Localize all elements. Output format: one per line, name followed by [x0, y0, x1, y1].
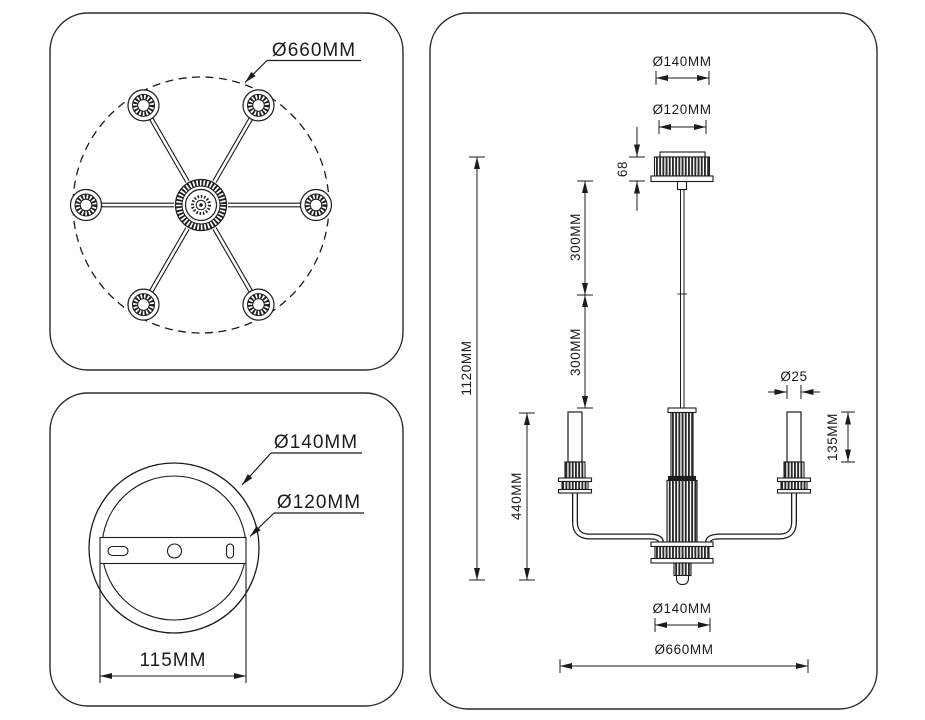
panel-side-view-border: [429, 12, 878, 710]
dim-body-height-label: 440MM: [509, 472, 524, 520]
dim-rod-upper: 300MM: [568, 180, 593, 296]
canopy-inner-label: Ø120MM: [277, 492, 361, 513]
dim-body-height: 440MM: [509, 412, 535, 581]
dim-spread-label: Ø660MM: [654, 642, 713, 657]
top-view-spread-dimension: Ø660MM: [244, 40, 361, 83]
bracket-center-hole: [166, 543, 183, 559]
fixture-arms: [572, 492, 797, 543]
canopy-inner-dimension: Ø120MM: [249, 492, 364, 537]
finial-bulb: [675, 575, 690, 586]
dim-canopy-inner-label: Ø120MM: [652, 102, 711, 117]
socket-lower-left: [128, 289, 159, 320]
canopy-outer-circle: [88, 462, 260, 634]
dim-canopy-height-label: 68: [615, 161, 630, 177]
dim-canopy-outer: Ø140MM: [652, 54, 711, 85]
socket-left: [71, 190, 102, 221]
dim-rod-lower: 300MM: [568, 295, 593, 409]
column-divider: [667, 475, 697, 482]
side-view: Ø140MM Ø120MM 68 300MM 300MM: [459, 54, 855, 673]
fixture-column: [650, 407, 714, 586]
socket-upper-left: [128, 90, 159, 121]
top-view: Ø660MM: [71, 40, 361, 334]
candle-left: [557, 411, 593, 494]
canopy-outer-label: Ø140MM: [274, 432, 358, 453]
dim-canopy-outer-label: Ø140MM: [652, 54, 711, 69]
dim-spread: Ø660MM: [559, 642, 809, 673]
dim-rod-lower-label: 300MM: [568, 328, 583, 376]
socket-lower-right: [243, 289, 274, 320]
bracket-slot-left: [107, 545, 129, 557]
candle-right: [776, 411, 812, 494]
fixture-canopy: [650, 151, 714, 191]
panel-top-view-border: [49, 12, 404, 371]
column-base-drum: [654, 545, 710, 560]
canopy-outer-dimension: Ø140MM: [241, 432, 362, 486]
side-view-fixture: [557, 151, 812, 586]
dim-candle-diameter-label: Ø25: [780, 369, 807, 384]
dim-canopy-height: 68: [615, 127, 645, 211]
fixture-rod: [677, 189, 687, 408]
bracket-width-dimension: 115MM: [99, 564, 247, 683]
canopy-view: Ø140MM Ø120MM 115MM: [88, 432, 364, 683]
dim-base-diameter-label: Ø140MM: [652, 601, 711, 616]
socket-upper-right: [243, 90, 274, 121]
dim-total-height: 1120MM: [459, 156, 485, 581]
dim-total-height-label: 1120MM: [459, 340, 474, 395]
top-view-hub: [174, 178, 228, 232]
bracket-width-label: 115MM: [140, 650, 207, 671]
dim-canopy-inner: Ø120MM: [652, 102, 711, 134]
bracket-slot-right: [225, 543, 235, 559]
dim-candle-diameter: Ø25: [768, 369, 820, 399]
finial-stem: [673, 562, 692, 577]
top-view-spread-label: Ø660MM: [272, 40, 356, 61]
dim-candle-height: 135MM: [825, 411, 855, 463]
dim-candle-height-label: 135MM: [825, 413, 840, 461]
panel-canopy-view-border: [49, 392, 404, 707]
mounting-bracket: [99, 536, 247, 565]
dim-rod-upper-label: 300MM: [568, 213, 583, 261]
dim-base-diameter: Ø140MM: [652, 601, 711, 632]
socket-right: [301, 190, 332, 221]
top-view-arms: [101, 117, 301, 293]
